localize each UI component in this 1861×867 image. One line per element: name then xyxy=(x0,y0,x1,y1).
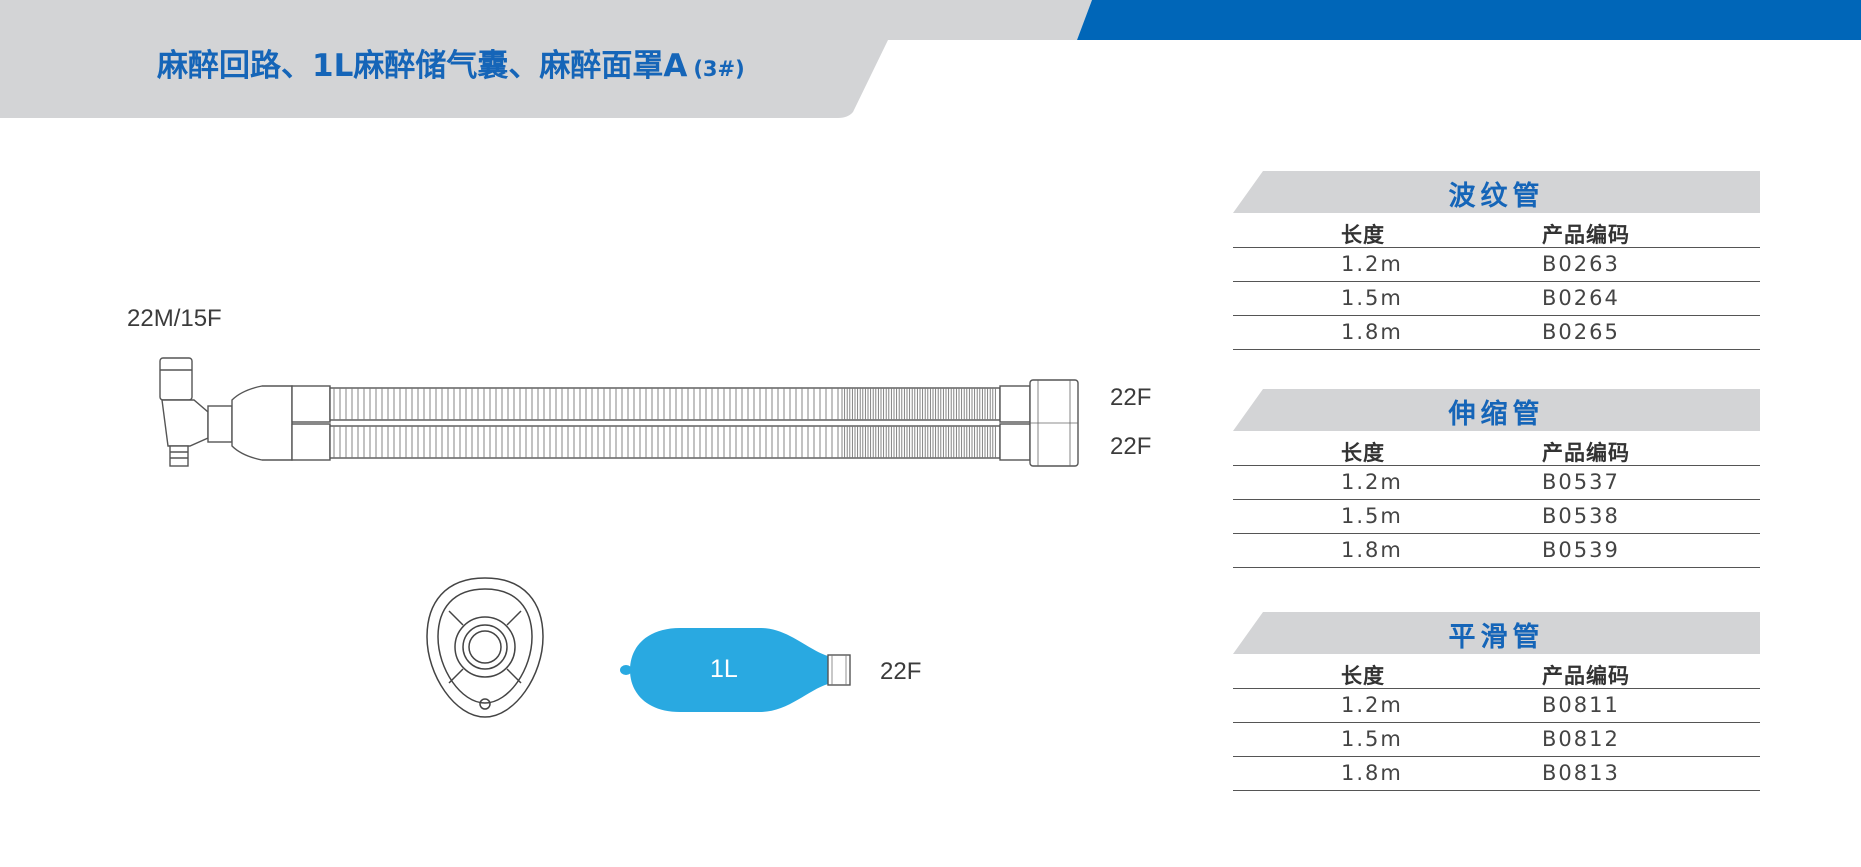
column-code-header: 产品编码 xyxy=(1542,223,1630,247)
tube-cuff-upper-right xyxy=(999,385,1031,423)
mask-connector-mid xyxy=(462,624,508,670)
column-length-header: 长度 xyxy=(1341,441,1385,465)
column-length-header: 长度 xyxy=(1341,664,1385,688)
header-gray-panel xyxy=(0,0,1092,118)
tube-cuff-upper-left xyxy=(291,385,331,423)
cell-length: 1.2m xyxy=(1341,693,1403,717)
reservoir-bag-body xyxy=(630,628,828,712)
cell-length: 1.8m xyxy=(1341,761,1403,785)
cell-length: 1.2m xyxy=(1341,470,1403,494)
anesthesia-mask-illustration xyxy=(426,577,544,718)
table-row: 1.8m B0539 xyxy=(1233,534,1760,568)
bag-tail-nub xyxy=(620,665,632,675)
spec-table-title: 波纹管 xyxy=(1448,181,1545,212)
elbow-luer-port xyxy=(169,445,189,467)
page-title: 麻醉回路、1L麻醉储气囊、麻醉面罩A(3#) xyxy=(157,40,745,85)
cell-length: 1.5m xyxy=(1341,504,1403,528)
bag-neck-port xyxy=(827,654,851,686)
spec-table-header: 伸缩管 xyxy=(1233,389,1760,431)
spec-table-title: 伸缩管 xyxy=(1448,399,1545,430)
circuit-label-top: 22M/15F xyxy=(127,305,222,332)
mask-outer-shell xyxy=(426,577,544,718)
column-length-header: 长度 xyxy=(1341,223,1385,247)
column-code-header: 产品编码 xyxy=(1542,441,1630,465)
circuit-label-right-2: 22F xyxy=(1110,433,1152,460)
elbow-body xyxy=(161,399,209,447)
spec-table-header: 平滑管 xyxy=(1233,612,1760,654)
cell-code: B0811 xyxy=(1542,693,1620,717)
breathing-circuit-illustration xyxy=(159,357,1079,467)
cell-code: B0539 xyxy=(1542,538,1620,562)
spec-table-header: 波纹管 xyxy=(1233,171,1760,213)
tube-cuff-lower-right xyxy=(999,423,1031,461)
tube-cuff-lower-left xyxy=(291,423,331,461)
cell-code: B0812 xyxy=(1542,727,1620,751)
mask-connector-inner xyxy=(468,630,502,664)
table-row: 1.5m B0264 xyxy=(1233,282,1760,316)
y-piece-stem xyxy=(207,405,233,443)
reservoir-bag-illustration xyxy=(620,628,851,712)
cell-code: B0264 xyxy=(1542,286,1620,310)
cell-code: B0813 xyxy=(1542,761,1620,785)
cell-code: B0538 xyxy=(1542,504,1620,528)
elbow-port-top xyxy=(159,357,193,401)
table-row: 1.2m B0537 xyxy=(1233,466,1760,500)
mask-hook-ring xyxy=(479,698,491,710)
spec-table-columns: 长度 产品编码 xyxy=(1233,213,1760,248)
spec-table-corrugated: 波纹管 长度 产品编码 1.2m B0263 1.5m B0264 1.8m B026… xyxy=(1233,171,1760,350)
header-blue-band xyxy=(1077,0,1861,40)
spec-table-smooth: 平滑管 长度 产品编码 1.2m B0811 1.5m B0812 1.8m B081… xyxy=(1233,612,1760,791)
cell-code: B0263 xyxy=(1542,252,1620,276)
y-piece-body xyxy=(231,385,293,461)
cell-length: 1.8m xyxy=(1341,320,1403,344)
cell-length: 1.5m xyxy=(1341,727,1403,751)
table-row: 1.5m B0812 xyxy=(1233,723,1760,757)
page-subtitle: (3#) xyxy=(693,57,745,81)
cell-length: 1.8m xyxy=(1341,538,1403,562)
table-row: 1.2m B0811 xyxy=(1233,689,1760,723)
page-title-text: 麻醉回路、1L麻醉储气囊、麻醉面罩A xyxy=(157,48,688,84)
spec-table-columns: 长度 产品编码 xyxy=(1233,654,1760,689)
cell-code: B0265 xyxy=(1542,320,1620,344)
bag-port-label: 22F xyxy=(880,658,922,685)
mask-connector-outer xyxy=(454,616,516,678)
cell-length: 1.5m xyxy=(1341,286,1403,310)
column-code-header: 产品编码 xyxy=(1542,664,1630,688)
cell-code: B0537 xyxy=(1542,470,1620,494)
circuit-label-right-1: 22F xyxy=(1110,384,1152,411)
table-row: 1.8m B0265 xyxy=(1233,316,1760,350)
spec-table-title: 平滑管 xyxy=(1448,622,1545,653)
header-banner xyxy=(0,0,1861,118)
mask-inner-cushion xyxy=(437,588,533,704)
spec-table-telescopic: 伸缩管 长度 产品编码 1.2m B0537 1.5m B0538 1.8m B053… xyxy=(1233,389,1760,568)
cell-length: 1.2m xyxy=(1341,252,1403,276)
table-row: 1.8m B0813 xyxy=(1233,757,1760,791)
spec-table-columns: 长度 产品编码 xyxy=(1233,431,1760,466)
table-row: 1.2m B0263 xyxy=(1233,248,1760,282)
table-row: 1.5m B0538 xyxy=(1233,500,1760,534)
bag-volume-label: 1L xyxy=(710,655,738,683)
